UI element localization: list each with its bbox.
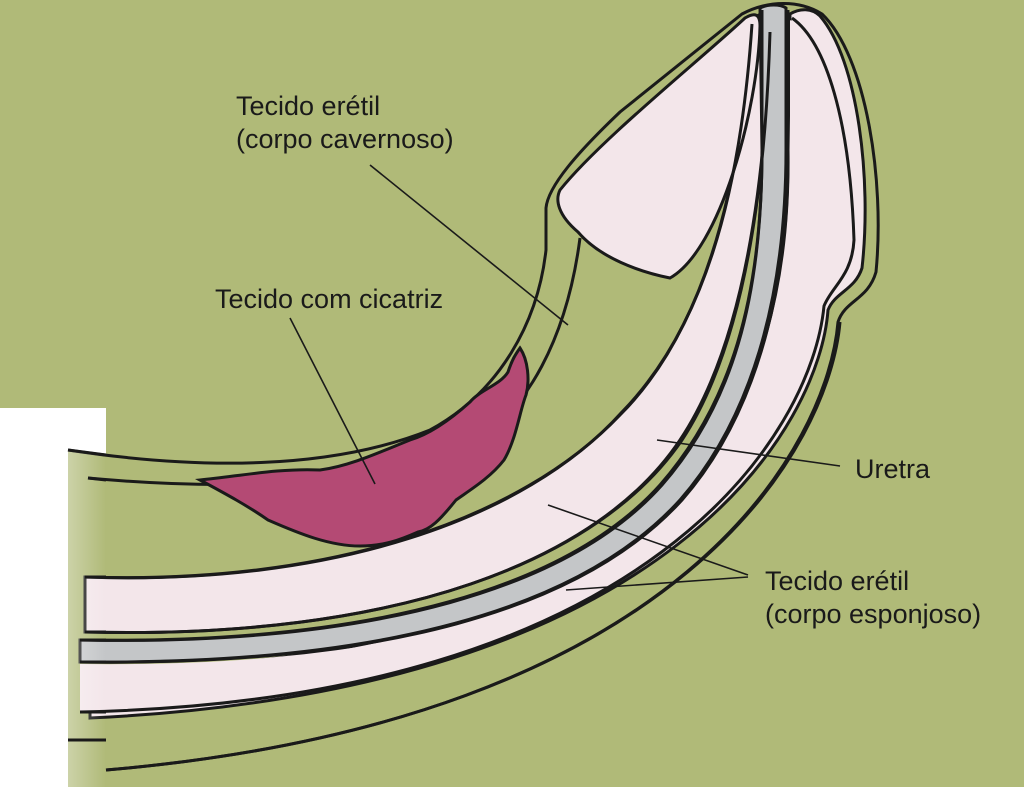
label-corpo-esponjoso-line2: (corpo esponjoso) bbox=[765, 599, 982, 629]
cut-fade bbox=[0, 408, 106, 787]
label-corpo-cavernoso-line2: (corpo cavernoso) bbox=[236, 124, 454, 154]
label-corpo-esponjoso: Tecido erétil (corpo esponjoso) bbox=[765, 565, 981, 631]
label-uretra-text: Uretra bbox=[855, 454, 931, 484]
label-corpo-esponjoso-line1: Tecido erétil bbox=[765, 566, 910, 596]
label-cicatriz-text: Tecido com cicatriz bbox=[215, 284, 444, 314]
cut-ends bbox=[67, 448, 107, 742]
leader-cicatriz bbox=[289, 317, 376, 485]
leader-esponjoso-b bbox=[565, 576, 749, 591]
scar-tissue-shape bbox=[194, 345, 530, 548]
spongy-lower-band bbox=[80, 20, 850, 712]
glans-shape bbox=[556, 13, 762, 280]
label-uretra: Uretra bbox=[855, 453, 930, 486]
label-corpo-cavernoso-line1: Tecido erétil bbox=[236, 91, 381, 121]
label-cicatriz: Tecido com cicatriz bbox=[215, 283, 443, 316]
leader-uretra bbox=[656, 439, 841, 467]
label-corpo-cavernoso: Tecido erétil (corpo cavernoso) bbox=[236, 90, 454, 156]
leader-cavernoso bbox=[369, 164, 569, 326]
leader-esponjoso-a bbox=[547, 504, 749, 576]
leader-lines bbox=[289, 164, 841, 591]
